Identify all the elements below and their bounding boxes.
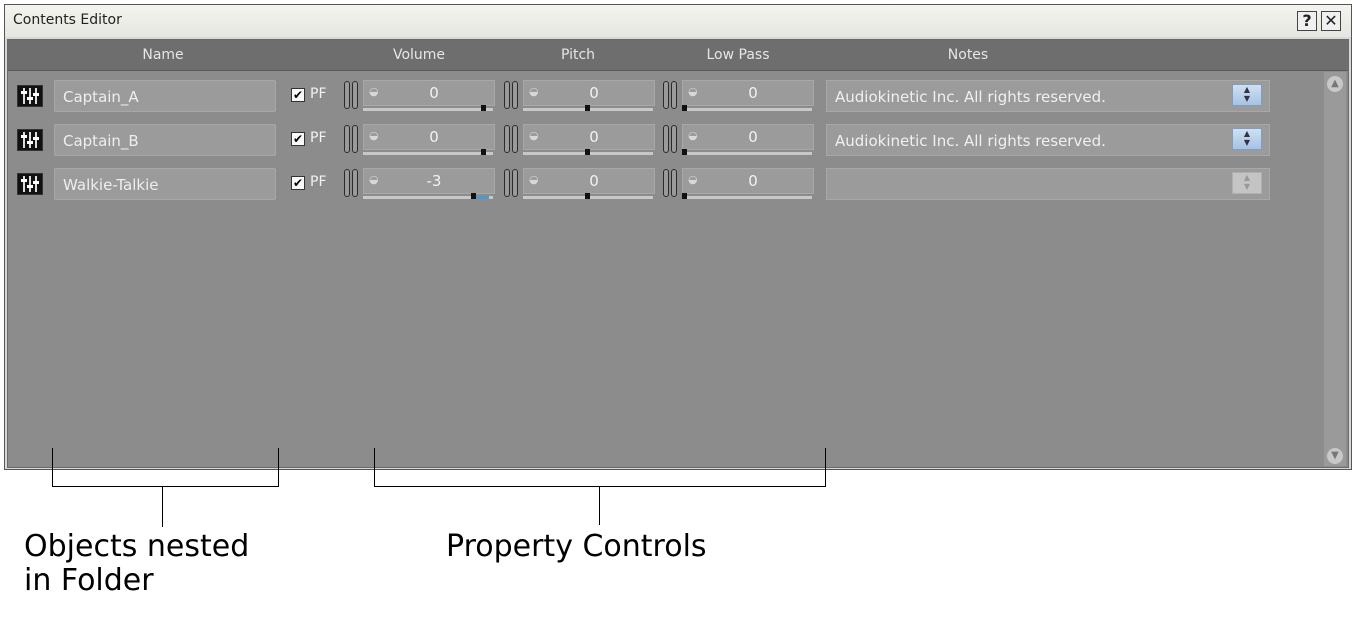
lowpass-slider[interactable] [682, 149, 812, 155]
column-header-row: Name Volume Pitch Low Pass Notes [8, 40, 1348, 71]
link-icon[interactable] [343, 169, 361, 197]
objects-annotation: Objects nested in Folder [24, 530, 249, 598]
pf-label: PF [310, 86, 327, 102]
objects-bracket-stem [162, 486, 163, 527]
pitch-control: ◒ 0 [503, 165, 659, 203]
volume-slider[interactable] [363, 105, 493, 111]
object-name-field[interactable]: Captain_A [54, 80, 276, 112]
reset-arrow-icon: ◒ [688, 85, 698, 98]
volume-input[interactable]: ◒ 0 [363, 124, 495, 150]
editor-panel: Name Volume Pitch Low Pass Notes Captain… [7, 39, 1349, 468]
column-header-pitch[interactable]: Pitch [560, 47, 596, 63]
close-button[interactable]: ✕ [1321, 11, 1341, 31]
link-icon[interactable] [343, 81, 361, 109]
slider-thumb[interactable] [682, 149, 687, 155]
slider-thumb[interactable] [585, 105, 590, 111]
actor-mixer-icon [17, 129, 43, 151]
link-icon[interactable] [662, 81, 680, 109]
objects-bracket [52, 448, 279, 487]
link-icon[interactable] [662, 169, 680, 197]
scroll-up-button[interactable]: ▲ [1327, 76, 1343, 92]
notes-field[interactable]: Audiokinetic Inc. All rights reserved. [826, 124, 1270, 156]
pf-label: PF [310, 130, 327, 146]
pf-checkbox[interactable]: ✔ [291, 132, 305, 146]
column-header-notes[interactable]: Notes [947, 47, 989, 63]
objects-annotation-line1: Objects nested [24, 529, 250, 564]
pf-checkbox[interactable]: ✔ [291, 88, 305, 102]
pitch-control: ◒ 0 [503, 121, 659, 159]
reset-arrow-icon: ◒ [529, 173, 539, 186]
actor-mixer-icon [17, 85, 43, 107]
column-header-volume[interactable]: Volume [392, 47, 446, 63]
volume-slider[interactable] [363, 149, 493, 155]
reset-arrow-icon: ◒ [529, 85, 539, 98]
table-row: Captain_A ✔ PF ◒ 0 ◒ 0 [8, 77, 1318, 115]
object-name-field[interactable]: Walkie-Talkie [54, 168, 276, 200]
notes-spinner[interactable]: ▲▼ [1232, 172, 1262, 194]
volume-control: ◒ 0 [343, 121, 499, 159]
pitch-input[interactable]: ◒ 0 [523, 124, 655, 150]
reset-arrow-icon: ◒ [688, 173, 698, 186]
link-icon[interactable] [503, 169, 521, 197]
window-title: Contents Editor [13, 12, 122, 28]
help-button[interactable]: ? [1297, 11, 1317, 31]
link-icon[interactable] [662, 125, 680, 153]
reset-arrow-icon: ◒ [369, 129, 379, 142]
volume-slider[interactable] [363, 193, 493, 199]
reset-arrow-icon: ◒ [369, 85, 379, 98]
notes-field[interactable]: Audiokinetic Inc. All rights reserved. [826, 80, 1270, 112]
link-icon[interactable] [503, 81, 521, 109]
pitch-slider[interactable] [523, 105, 653, 111]
link-icon[interactable] [503, 125, 521, 153]
lowpass-input[interactable]: ◒ 0 [682, 124, 814, 150]
table-row: Walkie-Talkie ✔ PF ◒ -3 ◒ 0 [8, 165, 1318, 203]
objects-annotation-line2: in Folder [24, 563, 154, 598]
volume-input[interactable]: ◒ -3 [363, 168, 495, 194]
pitch-slider[interactable] [523, 193, 653, 199]
slider-thumb[interactable] [471, 193, 476, 199]
pf-label: PF [310, 174, 327, 190]
column-header-name[interactable]: Name [142, 47, 184, 63]
volume-control: ◒ -3 [343, 165, 499, 203]
object-name-field[interactable]: Captain_B [54, 124, 276, 156]
pitch-input[interactable]: ◒ 0 [523, 80, 655, 106]
property-bracket [374, 448, 826, 487]
pitch-control: ◒ 0 [503, 77, 659, 115]
slider-thumb[interactable] [585, 193, 590, 199]
lowpass-control: ◒ 0 [662, 77, 818, 115]
lowpass-control: ◒ 0 [662, 165, 818, 203]
reset-arrow-icon: ◒ [688, 129, 698, 142]
title-bar: Contents Editor ? ✕ [5, 5, 1351, 37]
volume-input[interactable]: ◒ 0 [363, 80, 495, 106]
reset-arrow-icon: ◒ [369, 173, 379, 186]
pitch-slider[interactable] [523, 149, 653, 155]
slider-thumb[interactable] [481, 105, 486, 111]
notes-spinner[interactable]: ▲▼ [1232, 128, 1262, 150]
column-header-lowpass[interactable]: Low Pass [706, 47, 770, 63]
link-icon[interactable] [343, 125, 361, 153]
lowpass-input[interactable]: ◒ 0 [682, 80, 814, 106]
slider-thumb[interactable] [585, 149, 590, 155]
notes-field[interactable] [826, 168, 1270, 200]
reset-arrow-icon: ◒ [529, 129, 539, 142]
property-controls-annotation: Property Controls [446, 529, 707, 564]
property-bracket-stem [599, 486, 600, 525]
lowpass-slider[interactable] [682, 193, 812, 199]
actor-mixer-icon [17, 173, 43, 195]
volume-control: ◒ 0 [343, 77, 499, 115]
lowpass-slider[interactable] [682, 105, 812, 111]
table-row: Captain_B ✔ PF ◒ 0 ◒ 0 [8, 121, 1318, 159]
slider-thumb[interactable] [481, 149, 486, 155]
slider-thumb[interactable] [682, 193, 687, 199]
pitch-input[interactable]: ◒ 0 [523, 168, 655, 194]
slider-thumb[interactable] [682, 105, 687, 111]
pf-checkbox[interactable]: ✔ [291, 176, 305, 190]
notes-spinner[interactable]: ▲▼ [1232, 84, 1262, 106]
lowpass-input[interactable]: ◒ 0 [682, 168, 814, 194]
vertical-scrollbar[interactable]: ▲ ▼ [1324, 72, 1346, 466]
lowpass-control: ◒ 0 [662, 121, 818, 159]
contents-editor-window: Contents Editor ? ✕ Name Volume Pitch Lo… [4, 4, 1352, 470]
scroll-down-button[interactable]: ▼ [1327, 448, 1343, 464]
